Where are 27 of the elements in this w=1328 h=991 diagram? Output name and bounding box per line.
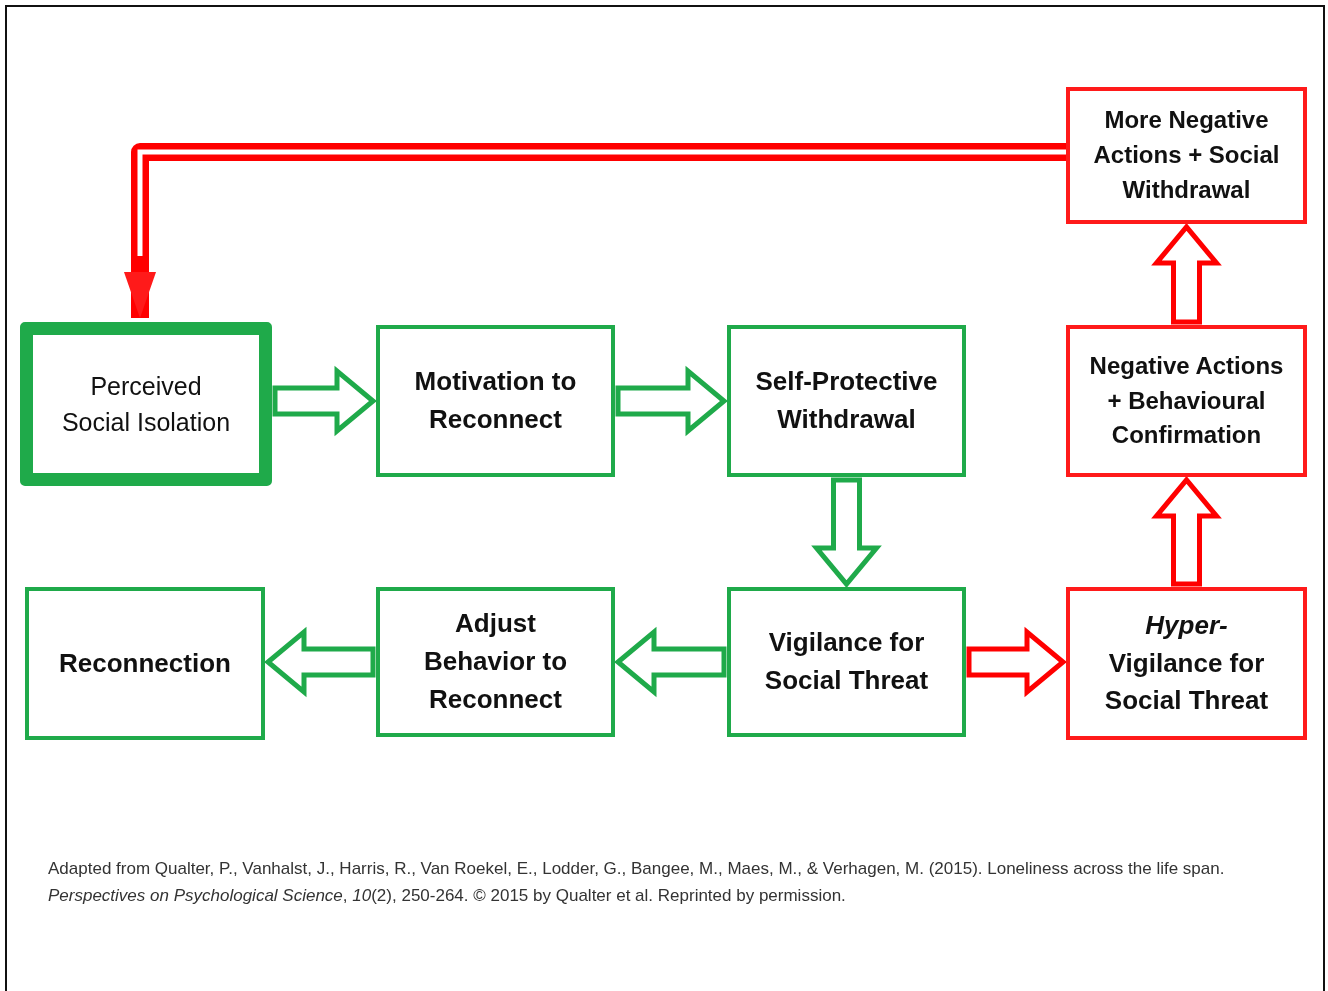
block-arrow — [272, 365, 377, 437]
process-box — [727, 325, 966, 477]
process-box — [1066, 587, 1307, 740]
box-label: Vigilance for Social Threat — [763, 626, 930, 697]
box-label: Reconnection — [58, 646, 232, 680]
box-label: Motivation to Reconnect — [413, 365, 578, 436]
process-box — [727, 587, 966, 737]
box-label: Adjust Behavior to Reconnect — [423, 607, 568, 716]
box-label: More Negative Actions + Social Withdrawal — [1092, 105, 1281, 205]
block-arrow — [1151, 223, 1222, 325]
process-box — [376, 325, 615, 477]
block-arrow — [966, 626, 1067, 698]
block-arrow — [614, 626, 727, 698]
process-box — [25, 587, 265, 740]
process-box — [376, 587, 615, 737]
process-box — [1066, 325, 1307, 477]
process-box — [1066, 87, 1307, 224]
block-arrow — [1151, 476, 1222, 587]
box-label: Perceived Social Isolation — [60, 370, 232, 438]
box-label: Negative Actions + Behavioural Confirmation — [1088, 350, 1285, 451]
block-arrow — [615, 365, 728, 437]
block-arrow — [811, 477, 882, 588]
block-arrow — [264, 626, 376, 698]
caption: Adapted from Qualter, P., Vanhalst, J., Harris, R., Van Roekel, E., Lodder, G., Bangee, M., Maes, M., & Verhagen, M. (2015). Loneliness across the life span. Perspectives on Psychological Science, 10(2), 250-264. © 2015 by Qualter et al. Reprinted by permission. — [48, 858, 1226, 908]
process-box — [20, 322, 272, 486]
box-label: Self-Protective Withdrawal — [754, 365, 939, 436]
box-label: Hyper- Vigilance for Social Threat — [1103, 608, 1270, 718]
